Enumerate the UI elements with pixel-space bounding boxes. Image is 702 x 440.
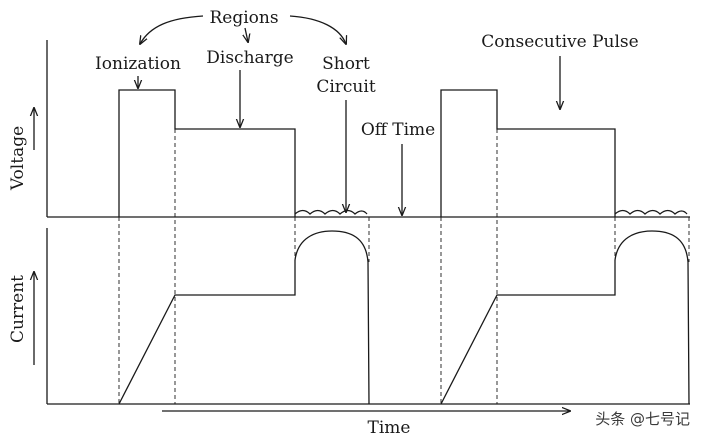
current-pulse-2: [440, 260, 616, 405]
short-circuit-label-line2: Circuit: [316, 77, 375, 97]
regions-arrow-left: [140, 15, 204, 44]
current-axis-label: Current: [8, 275, 28, 343]
voltage-pulse-2: [440, 89, 616, 217]
current-short-circuit-hump-1: [294, 230, 370, 405]
regions-arrow-right: [289, 15, 346, 44]
voltage-pulse-1: [118, 89, 296, 217]
voltage-axis-label: Voltage: [8, 126, 28, 191]
watermark: 头条 @七号记: [595, 410, 690, 428]
short-circuit-label-line1: Short: [322, 54, 370, 74]
off-time-label: Off Time: [361, 120, 435, 140]
ionization-label: Ionization: [95, 54, 181, 74]
current-short-circuit-hump-2: [614, 230, 690, 405]
regions-arrow-middle: [245, 27, 248, 42]
consecutive-pulse-label: Consecutive Pulse: [481, 32, 638, 52]
voltage-short-circuit-ripple-1: [294, 209, 368, 215]
current-pulse-1: [118, 260, 296, 405]
regions-label: Regions: [209, 8, 278, 28]
voltage-short-circuit-ripple-2: [614, 209, 688, 215]
discharge-label: Discharge: [206, 48, 293, 68]
time-axis-label: Time: [368, 418, 411, 438]
